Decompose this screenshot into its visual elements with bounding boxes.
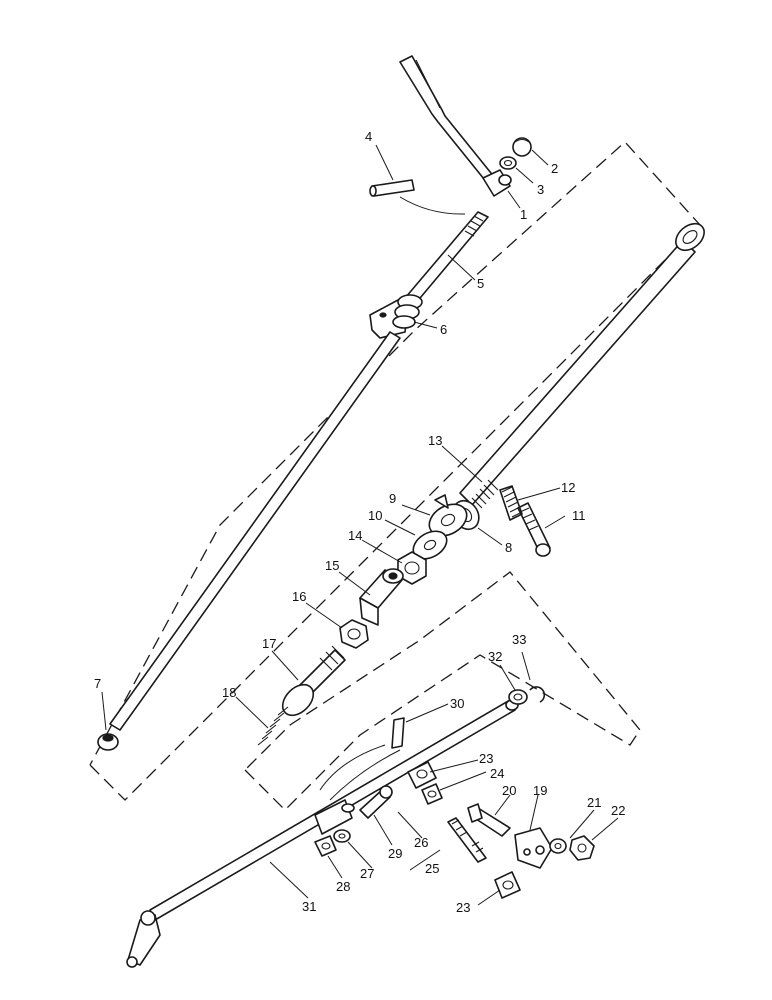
leader-lines — [101, 144, 619, 906]
rod-13 — [459, 222, 705, 514]
stud-25 — [447, 817, 487, 863]
washer-21 — [549, 838, 567, 854]
callout-4: 4 — [365, 129, 372, 144]
bracket-19 — [514, 827, 553, 869]
callout-21: 21 — [587, 795, 601, 810]
callout-5: 5 — [477, 276, 484, 291]
callout-20: 20 — [502, 783, 516, 798]
pin-11 — [517, 502, 551, 557]
lever-arm — [126, 910, 161, 968]
callout-32: 32 — [488, 649, 502, 664]
pin-30-leader-2 — [329, 749, 401, 801]
pin-30 — [391, 717, 405, 749]
callout-10: 10 — [368, 508, 382, 523]
callout-24: 24 — [490, 766, 504, 781]
clevis-block — [314, 799, 355, 835]
washer-3 — [499, 156, 517, 170]
ball-joint-1 — [482, 169, 512, 197]
callout-18: 18 — [222, 685, 236, 700]
callout-19: 19 — [533, 783, 547, 798]
knob-2 — [512, 137, 532, 157]
callout-12: 12 — [561, 480, 575, 495]
callout-30: 30 — [450, 696, 464, 711]
coupling-15 — [359, 568, 404, 626]
handle-lever — [399, 55, 496, 185]
callout-2: 2 — [551, 161, 558, 176]
spring-12 — [499, 485, 523, 521]
callout-23a: 23 — [479, 751, 493, 766]
callout-8: 8 — [505, 540, 512, 555]
callout-15: 15 — [325, 558, 339, 573]
callout-labels: 1 2 3 4 5 6 7 8 9 10 11 12 13 14 15 16 1… — [94, 129, 625, 915]
callout-6: 6 — [440, 322, 447, 337]
callout-17: 17 — [262, 636, 276, 651]
callout-9: 9 — [389, 491, 396, 506]
callout-29: 29 — [388, 846, 402, 861]
callout-27: 27 — [360, 866, 374, 881]
clip-33 — [529, 686, 546, 703]
bushing-17 — [281, 645, 346, 717]
pin-4 — [369, 179, 415, 197]
washer-32 — [508, 689, 528, 705]
lower-group-boundary — [244, 571, 641, 811]
callout-3: 3 — [537, 182, 544, 197]
nut-24 — [421, 783, 443, 805]
pin-30-leader — [319, 744, 386, 791]
collar-6 — [369, 294, 423, 339]
callout-22: 22 — [611, 803, 625, 818]
upper-group-boundary — [89, 141, 701, 801]
callout-13: 13 — [428, 433, 442, 448]
callout-23b: 23 — [456, 900, 470, 915]
callout-26: 26 — [414, 835, 428, 850]
callout-31: 31 — [302, 899, 316, 914]
callout-16: 16 — [292, 589, 306, 604]
nut-28 — [314, 835, 337, 857]
spring-18 — [257, 706, 289, 746]
nut-23-lower — [494, 871, 521, 899]
pin-4-leader — [399, 196, 466, 215]
callout-25: 25 — [425, 861, 439, 876]
callout-14: 14 — [348, 528, 362, 543]
tab-washer-9 — [428, 494, 468, 537]
callout-7: 7 — [94, 676, 101, 691]
end-cap-7 — [97, 733, 119, 751]
nut-22 — [569, 835, 595, 861]
long-rod — [109, 331, 401, 731]
bolt-20 — [467, 803, 511, 837]
nut-23-upper — [407, 761, 437, 789]
callout-28: 28 — [336, 879, 350, 894]
callout-33: 33 — [512, 632, 526, 647]
washer-27 — [333, 829, 351, 843]
callout-1: 1 — [520, 207, 527, 222]
callout-11: 11 — [572, 508, 586, 523]
bolt-29 — [359, 785, 393, 819]
nut-16 — [339, 619, 369, 649]
